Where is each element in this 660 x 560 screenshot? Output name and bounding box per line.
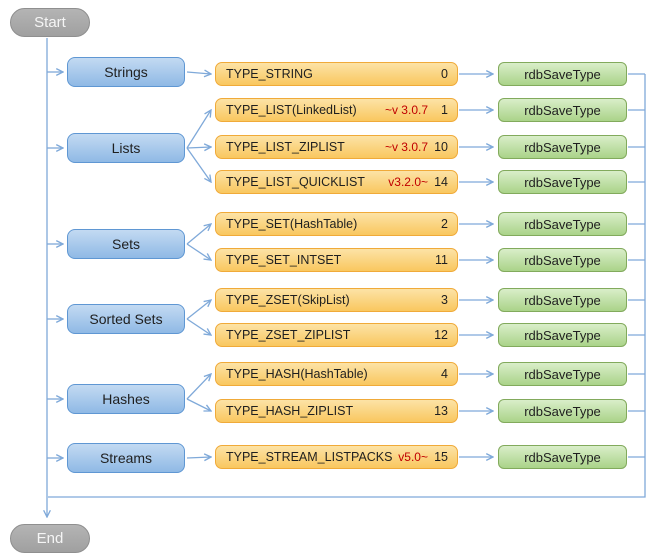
rdb-save-label: rdbSaveType [524,292,601,308]
type-node-type-set-hashtable: TYPE_SET(HashTable) 2 [215,212,458,236]
arrow-category-to-type [186,398,211,411]
type-node-type-list-ziplist: TYPE_LIST_ZIPLIST ~v 3.0.7 10 [215,135,458,159]
type-node-type-list-quicklist: TYPE_LIST_QUICKLIST v3.2.0~ 14 [215,170,458,194]
arrow-category-to-type [186,110,211,149]
type-node-type-hash-hashtable: TYPE_HASH(HashTable) 4 [215,362,458,386]
end-node: End [10,524,90,553]
category-node-sets: Sets [67,229,185,259]
rdb-save-node: rdbSaveType [498,135,627,159]
type-label: TYPE_LIST(LinkedList) [226,103,357,117]
type-label: TYPE_LIST_ZIPLIST [226,140,345,154]
rdb-save-label: rdbSaveType [524,252,601,268]
type-label: TYPE_HASH_ZIPLIST [226,404,354,418]
rdb-save-label: rdbSaveType [524,139,601,155]
type-label: TYPE_HASH(HashTable) [226,367,368,381]
type-node-type-stream-listpacks: TYPE_STREAM_LISTPACKS v5.0~ 15 [215,445,458,469]
type-opcode-number: 2 [441,217,448,231]
rdb-save-node: rdbSaveType [498,248,627,272]
type-opcode-number: 4 [441,367,448,381]
arrow-category-to-type [186,300,211,320]
start-label: Start [34,14,66,31]
arrow-category-to-type [186,318,211,335]
category-node-streams: Streams [67,443,185,473]
category-label: Hashes [102,391,150,407]
arrow-category-to-type [186,147,211,148]
category-label: Sorted Sets [89,311,163,327]
type-opcode-number: 13 [434,404,448,418]
type-opcode-number: 11 [435,253,448,267]
rdb-save-label: rdbSaveType [524,366,601,382]
rdb-save-node: rdbSaveType [498,399,627,423]
type-node-type-list-linkedlist: TYPE_LIST(LinkedList) ~v 3.0.7 1 [215,98,458,122]
type-opcode-number: 15 [434,450,448,464]
rdb-save-label: rdbSaveType [524,449,601,465]
rdb-save-node: rdbSaveType [498,362,627,386]
type-opcode-number: 3 [441,293,448,307]
arrow-category-to-type [186,243,211,260]
arrow-category-to-type [186,147,211,182]
rdb-save-label: rdbSaveType [524,216,601,232]
type-label: TYPE_LIST_QUICKLIST [226,175,365,189]
rdb-save-node: rdbSaveType [498,288,627,312]
rdb-save-label: rdbSaveType [524,403,601,419]
category-label: Strings [104,64,148,80]
type-version-range: ~v 3.0.7 [384,103,428,117]
type-opcode-number: 1 [441,103,448,117]
arrow-category-to-type [186,72,211,74]
rdb-save-node: rdbSaveType [498,445,627,469]
category-node-strings: Strings [67,57,185,87]
type-label: TYPE_SET(HashTable) [226,217,358,231]
type-node-type-hash-ziplist: TYPE_HASH_ZIPLIST 13 [215,399,458,423]
start-node: Start [10,8,90,37]
rdb-save-node: rdbSaveType [498,170,627,194]
type-opcode-number: 14 [434,175,448,189]
type-label: TYPE_STREAM_LISTPACKS [226,450,393,464]
type-version-range: v5.0~ [398,450,428,464]
type-node-type-set-intset: TYPE_SET_INTSET 11 [215,248,458,272]
rdb-save-label: rdbSaveType [524,66,601,82]
type-version-range: v3.2.0~ [388,175,428,189]
category-label: Lists [111,140,141,156]
category-node-lists: Lists [67,133,185,163]
arrow-category-to-type [186,224,211,245]
category-node-hashes: Hashes [67,384,185,414]
type-opcode-number: 10 [434,140,448,154]
type-node-type-zset-skiplist: TYPE_ZSET(SkipList) 3 [215,288,458,312]
rdb-save-node: rdbSaveType [498,323,627,347]
type-node-type-zset-ziplist: TYPE_ZSET_ZIPLIST 12 [215,323,458,347]
rdb-save-node: rdbSaveType [498,98,627,122]
arrow-category-to-type [186,457,211,458]
type-label: TYPE_ZSET_ZIPLIST [226,328,351,342]
type-opcode-number: 0 [441,67,448,81]
category-node-sorted-sets: Sorted Sets [67,304,185,334]
type-version-range: ~v 3.0.7 [384,140,428,154]
return-bus-line [48,74,646,498]
type-opcode-number: 12 [434,328,448,342]
rdb-save-node: rdbSaveType [498,62,627,86]
category-label: Streams [99,450,153,466]
type-node-type-string: TYPE_STRING 0 [215,62,458,86]
type-label: TYPE_ZSET(SkipList) [226,293,350,307]
rdb-save-label: rdbSaveType [524,327,601,343]
category-label: Sets [111,236,140,252]
type-label: TYPE_STRING [226,67,313,81]
end-label: End [36,530,64,547]
rdb-save-label: rdbSaveType [524,102,601,118]
type-label: TYPE_SET_INTSET [226,253,342,267]
rdb-save-label: rdbSaveType [524,174,601,190]
arrow-category-to-type [186,374,211,400]
rdb-save-node: rdbSaveType [498,212,627,236]
